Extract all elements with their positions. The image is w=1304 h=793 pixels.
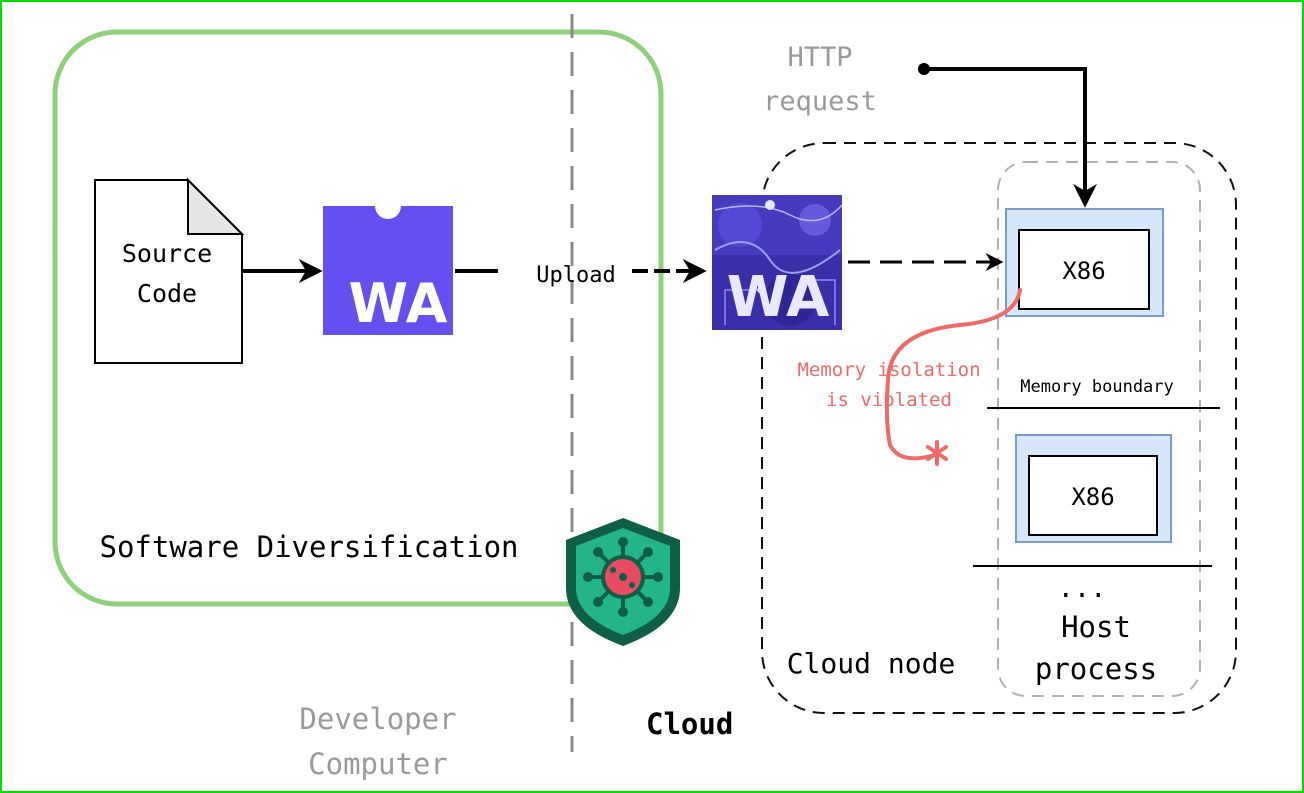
x86-top-label: X86: [1062, 257, 1105, 285]
webassembly-artwork-icon: WA: [712, 195, 842, 330]
http-request-arrow: [924, 67, 1097, 208]
asterisk-icon: [926, 440, 948, 466]
wa-logo-text: WA: [349, 272, 448, 335]
x86-top-box: [1018, 229, 1150, 310]
http-request-label-line1: HTTP: [787, 42, 852, 73]
memory-boundary-label: Memory boundary: [1020, 377, 1174, 397]
memory-isolation-label-line1: Memory isolation: [797, 359, 980, 381]
developer-computer-label-line1: Developer: [299, 702, 456, 736]
host-process-box: [997, 161, 1201, 697]
memory-violation-path: [884, 288, 1022, 461]
cloud-node-box: [761, 142, 1237, 714]
host-process-label-line1: Host: [1061, 610, 1131, 644]
source-code-label-line2: Code: [137, 279, 197, 308]
software-diversification-box: [52, 29, 664, 607]
wa-art-text: WA: [727, 265, 830, 330]
memory-isolation-label-line2: is violated: [826, 389, 952, 411]
shield-virus-icon: [566, 518, 680, 646]
cloud-label: Cloud: [646, 707, 733, 741]
ellipsis-label: ...: [1058, 573, 1107, 604]
x86-bottom-box: [1028, 455, 1158, 536]
document-icon: [94, 177, 245, 364]
upload-label: Upload: [536, 263, 615, 288]
host-process-label-line2: process: [1035, 652, 1157, 686]
source-code-label-line1: Source: [122, 239, 212, 268]
http-request-label-line2: request: [763, 86, 877, 117]
software-diversification-label: Software Diversification: [99, 530, 518, 564]
webassembly-logo-icon: WA: [323, 206, 453, 335]
developer-computer-label-line2: Computer: [308, 747, 448, 781]
cloud-node-label: Cloud node: [787, 647, 956, 680]
x86-bottom-label: X86: [1071, 483, 1114, 511]
